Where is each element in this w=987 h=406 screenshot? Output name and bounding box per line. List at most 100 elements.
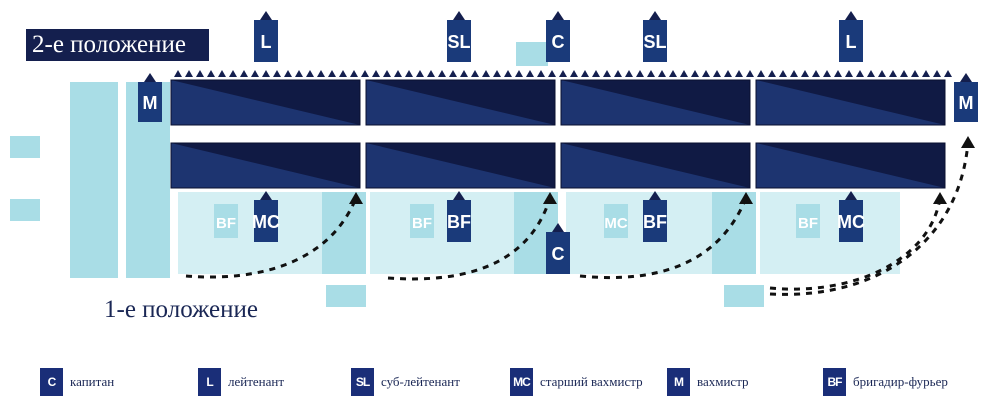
- arrow-head: [961, 136, 975, 148]
- legend: C капитан L лейтенант SL суб-лейтенант M…: [0, 364, 987, 400]
- rank-tooth: [823, 70, 831, 77]
- rank-badge-bottom: BF: [447, 191, 471, 242]
- ghost-tooth: [118, 133, 126, 145]
- badge-box: [604, 204, 628, 238]
- rank-tooth: [361, 70, 369, 77]
- rank-tooth: [570, 70, 578, 77]
- ghost-marker: [516, 42, 548, 66]
- rank-tooth: [658, 70, 666, 77]
- rank-tooth: [196, 70, 204, 77]
- legend-label: вахмистр: [697, 374, 749, 389]
- rank-tooth: [482, 70, 490, 77]
- rank-tooth: [867, 70, 875, 77]
- rank-tooth: [383, 70, 391, 77]
- rank-tooth: [493, 70, 501, 77]
- legend-badge: BF: [823, 368, 846, 396]
- rank-tooth: [317, 70, 325, 77]
- badge-code: BF: [798, 215, 818, 232]
- badge-box: [839, 20, 863, 62]
- rank-tooth: [405, 70, 413, 77]
- legend-item-brigadier-fourrier: BF бригадир-фурьер: [823, 364, 948, 400]
- squad-edge: [560, 79, 751, 126]
- rank-tooth: [229, 70, 237, 77]
- badge-box: [410, 204, 434, 238]
- rank-tooth: [251, 70, 259, 77]
- rank-badge-top: L: [254, 11, 278, 62]
- arrow-head: [349, 192, 363, 204]
- squad-edge: [365, 79, 556, 126]
- rank-badge-bottom: C: [546, 223, 570, 274]
- rank-tooth: [350, 70, 358, 77]
- badge-pointer: [845, 191, 857, 200]
- badge-code: BF: [643, 212, 667, 232]
- legend-item-sub-lieutenant: SL суб-лейтенант: [351, 364, 460, 400]
- rank-tooth: [680, 70, 688, 77]
- rank-tooth: [504, 70, 512, 77]
- legend-item-sergeant: M вахмистр: [667, 364, 749, 400]
- squad-block: [170, 79, 361, 126]
- legend-badge: MC: [510, 368, 533, 396]
- squad-block: [755, 79, 946, 126]
- ghost-row: [370, 192, 508, 274]
- movement-arrow: [185, 197, 358, 279]
- legend-item-senior-sergeant: MC старший вахмистр: [510, 364, 643, 400]
- squad-edge: [755, 79, 946, 126]
- badge-box: [796, 204, 820, 238]
- rank-tooth: [394, 70, 402, 77]
- ghost-tooth: [118, 253, 126, 265]
- rank-tooth: [746, 70, 754, 77]
- badge-box: [254, 200, 278, 242]
- ghost-block-left: [70, 82, 118, 278]
- ghost-marker: [326, 285, 366, 307]
- rank-tooth: [768, 70, 776, 77]
- ghost-tooth: [118, 163, 126, 175]
- rank-tooth: [779, 70, 787, 77]
- ghost-tooth: [118, 178, 126, 190]
- squad-shade: [561, 80, 750, 125]
- ghost-row: [566, 192, 704, 274]
- badge-code: BF: [216, 215, 236, 232]
- ghost-marker: [10, 199, 40, 221]
- badge-box: [643, 20, 667, 62]
- rank-tooth: [636, 70, 644, 77]
- rank-tooth: [548, 70, 556, 77]
- badge-box: [546, 232, 570, 274]
- arrow-head: [739, 192, 753, 204]
- squad-block: [365, 79, 556, 126]
- rank-tooth: [691, 70, 699, 77]
- badge-pointer: [960, 73, 972, 82]
- rank-tooth: [174, 70, 182, 77]
- rank-badge-right: M: [954, 73, 978, 122]
- ghost-badge: BF: [410, 204, 434, 238]
- badge-box: [214, 204, 238, 238]
- rank-tooth: [724, 70, 732, 77]
- ghost-block: [712, 192, 756, 274]
- badge-pointer: [649, 11, 661, 20]
- rank-badge-top: SL: [447, 11, 471, 62]
- squad-edge: [755, 142, 946, 189]
- rank-tooth: [592, 70, 600, 77]
- arrow-head: [933, 192, 947, 204]
- rank-tooth: [834, 70, 842, 77]
- rank-tooth: [427, 70, 435, 77]
- badge-pointer: [144, 73, 156, 82]
- rank-tooth: [526, 70, 534, 77]
- ghost-tooth: [118, 238, 126, 250]
- rank-tooth: [537, 70, 545, 77]
- rank-tooth: [900, 70, 908, 77]
- squad-shade: [171, 80, 360, 125]
- rank-tooth: [262, 70, 270, 77]
- rank-tooth: [328, 70, 336, 77]
- squad-shade: [561, 143, 750, 188]
- squad-block: [560, 142, 751, 189]
- rank-tooth: [185, 70, 193, 77]
- rank-tooth: [559, 70, 567, 77]
- legend-badge: SL: [351, 368, 374, 396]
- rank-tooth: [515, 70, 523, 77]
- badge-code: MC: [604, 215, 627, 232]
- rank-tooth: [944, 70, 952, 77]
- badge-box: [954, 82, 978, 122]
- rank-tooth: [702, 70, 710, 77]
